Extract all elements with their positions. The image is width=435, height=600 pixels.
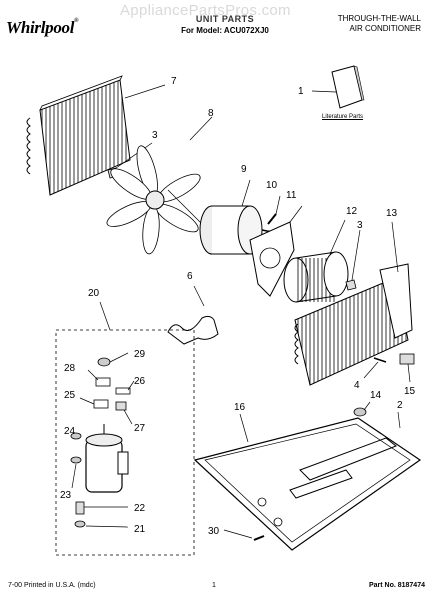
blower-wheel <box>283 251 349 303</box>
terminal-cover-icon <box>95 377 111 387</box>
callout-27: 27 <box>134 423 146 434</box>
clip-icon <box>399 353 415 365</box>
footer-page-number: 1 <box>212 582 216 589</box>
literature-book-icon <box>331 65 365 109</box>
nut-icon <box>345 279 357 291</box>
callout-3b: 3 <box>357 220 363 231</box>
nut-icon <box>97 357 111 367</box>
product-line-1: THROUGH-THE-WALL <box>337 14 421 23</box>
screw-icon <box>267 213 277 225</box>
callout-20: 20 <box>88 288 100 299</box>
watermark: AppliancePartsPros.com <box>120 2 291 19</box>
callout-1: 1 <box>298 86 304 97</box>
callout-26: 26 <box>134 376 146 387</box>
title-block: UNIT PARTS For Model: ACU072XJ0 <box>150 14 300 35</box>
product-type: THROUGH-THE-WALL AIR CONDITIONER <box>338 14 421 34</box>
literature-parts-label: Literature Parts <box>322 114 364 120</box>
callout-10: 10 <box>266 180 278 191</box>
callout-23: 23 <box>60 490 72 501</box>
callout-15: 15 <box>404 386 416 397</box>
callout-6: 6 <box>187 271 193 282</box>
gasket-icon <box>93 399 109 409</box>
mounting-spacer-icon <box>75 501 85 515</box>
wire-harness <box>167 315 219 345</box>
callout-21: 21 <box>134 524 146 535</box>
model-number: For Model: ACU072XJ0 <box>181 26 269 35</box>
condenser-coil <box>26 75 131 196</box>
callout-labels: 1 2 3 3 4 6 7 8 9 10 11 12 13 14 15 16 2… <box>60 76 416 537</box>
callout-8: 8 <box>208 108 214 119</box>
bracket-icon <box>115 401 127 411</box>
fan-blade <box>106 145 201 255</box>
evaporator-coil <box>294 263 413 386</box>
compressor-group-box <box>55 329 195 556</box>
callout-28: 28 <box>64 363 76 374</box>
grommet-icon <box>353 407 367 417</box>
callout-16: 16 <box>234 402 246 413</box>
brand-name: Whirlpool <box>6 18 75 37</box>
callout-13: 13 <box>386 208 398 219</box>
callout-25: 25 <box>64 390 76 401</box>
callout-4: 4 <box>354 380 360 391</box>
grommet-icon <box>70 456 82 464</box>
callout-30: 30 <box>208 526 220 537</box>
callout-22: 22 <box>134 503 146 514</box>
overload-icon <box>115 387 131 395</box>
footer-part-number: Part No. 8187474 <box>368 582 425 589</box>
callout-11: 11 <box>286 190 297 201</box>
callout-3: 3 <box>152 130 158 141</box>
callout-7: 7 <box>171 76 177 87</box>
callout-14: 14 <box>370 390 382 401</box>
base-pan <box>193 417 422 551</box>
product-line-2: AIR CONDITIONER <box>349 24 421 33</box>
screw-icon <box>253 535 265 541</box>
leader-7 <box>124 84 166 99</box>
motor-bracket <box>249 221 295 297</box>
callout-29: 29 <box>134 349 146 360</box>
document-title: UNIT PARTS <box>195 14 255 24</box>
thermistor-icon <box>373 357 387 363</box>
footer-print-info: 7-00 Printed in U.S.A. (mdc) <box>8 582 96 589</box>
callout-24: 24 <box>64 426 76 437</box>
grommet-icon <box>74 520 86 528</box>
callout-12: 12 <box>346 206 358 217</box>
brand-logo: Whirlpool® <box>6 18 79 37</box>
grommet-icon <box>70 432 82 440</box>
compressor <box>85 424 129 493</box>
callout-9: 9 <box>241 164 247 175</box>
callout-2: 2 <box>397 400 403 411</box>
